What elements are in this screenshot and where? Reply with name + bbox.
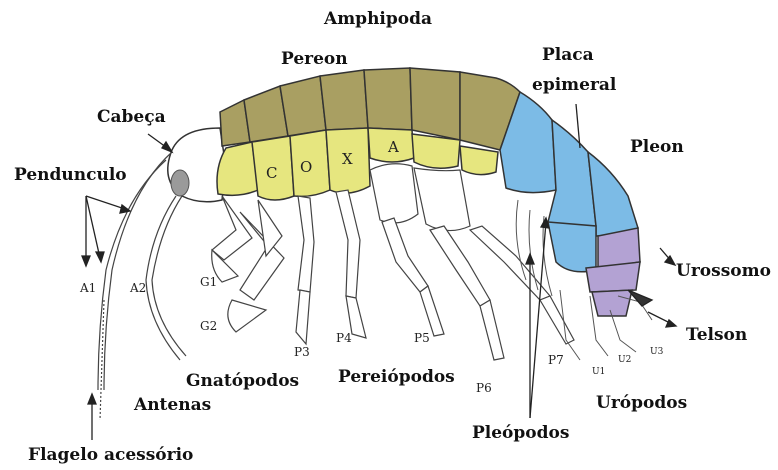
gnathopods xyxy=(212,196,284,332)
label-u2: U2 xyxy=(618,355,631,365)
eye xyxy=(171,170,189,196)
label-p3: P3 xyxy=(294,345,310,359)
label-g1: G1 xyxy=(200,275,217,289)
label-antenas: Antenas xyxy=(133,395,211,415)
label-pereon: Pereon xyxy=(281,49,348,69)
label-a1: A1 xyxy=(79,281,96,295)
label-g2: G2 xyxy=(200,319,217,333)
label-u1: U1 xyxy=(592,367,605,377)
coxa-letter-a: A xyxy=(387,138,399,156)
pereon-lower xyxy=(370,164,418,223)
coxa-letter-x: X xyxy=(342,150,353,168)
label-uropodos: Urópodos xyxy=(596,393,687,413)
coxa-letter-c: C xyxy=(266,164,277,182)
label-cabeca: Cabeça xyxy=(97,107,166,127)
pereon-lower-2 xyxy=(414,168,470,231)
label-p5: P5 xyxy=(414,331,430,345)
label-urossomo: Urossomo xyxy=(676,261,771,281)
label-p6: P6 xyxy=(476,381,492,395)
label-epimeral: epimeral xyxy=(532,75,617,95)
label-p4: P4 xyxy=(336,331,352,345)
label-p7: P7 xyxy=(548,353,564,367)
label-placa: Placa xyxy=(542,45,594,65)
label-pleopodos: Pleópodos xyxy=(472,423,569,443)
label-u3: U3 xyxy=(650,347,664,357)
label-gnatopodos: Gnatópodos xyxy=(186,371,299,391)
label-pereiopodos: Pereiópodos xyxy=(338,367,455,387)
title-amphipoda: Amphipoda xyxy=(323,9,432,29)
coxa-letter-o: O xyxy=(300,158,312,176)
telson-tip xyxy=(628,290,652,306)
label-a2: A2 xyxy=(129,281,146,295)
label-pleon: Pleon xyxy=(630,137,684,157)
label-flagelo: Flagelo acessório xyxy=(28,445,193,465)
label-pendunculo: Pendunculo xyxy=(14,165,127,185)
label-telson: Telson xyxy=(686,325,747,345)
